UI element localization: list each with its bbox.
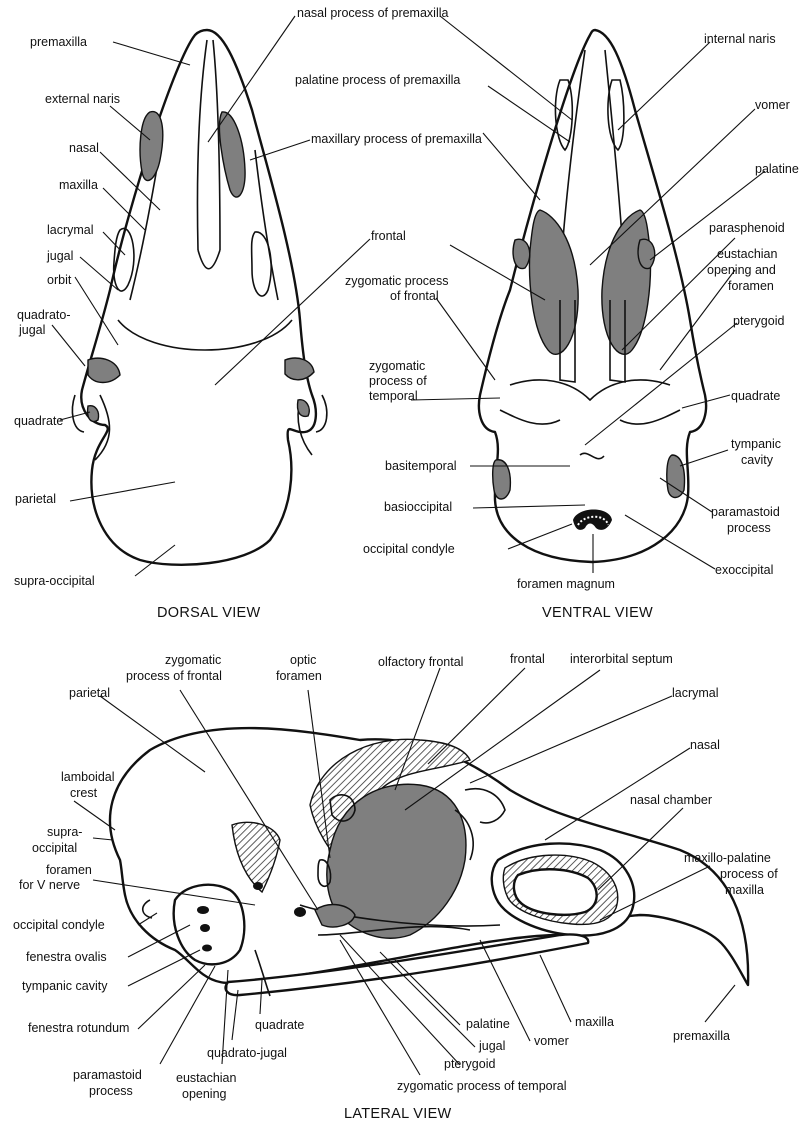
dorsal-skull-drawing [72, 30, 326, 565]
label-premaxilla-lateral: premaxilla [673, 1029, 730, 1043]
label-palatine: palatine [755, 162, 799, 176]
label-exoccipital: exoccipital [715, 563, 773, 577]
label-nasal: nasal [69, 141, 99, 155]
label-pterygoid-lateral: pterygoid [444, 1057, 495, 1071]
label-fenestra-rotundum: fenestra rotundum [28, 1021, 129, 1035]
label-quadrate-ventral: quadrate [731, 389, 780, 403]
label-occipital-condyle-lateral: occipital condyle [13, 918, 105, 932]
label-fenestra-ovalis: fenestra ovalis [26, 950, 107, 964]
label-jugal-lateral: jugal [478, 1039, 505, 1053]
label-foramen-magnum: foramen magnum [517, 577, 615, 591]
label-tympanic-cavity-lateral: tympanic cavity [22, 979, 108, 993]
label-eustachian-opening-and-foramen-2: opening and [707, 263, 776, 277]
label-basioccipital: basioccipital [384, 500, 452, 514]
label-vomer-lateral: vomer [534, 1034, 569, 1048]
label-eustachian-opening-2: opening [182, 1087, 227, 1101]
label-paramastoid-process: paramastoid [711, 505, 780, 519]
label-maxillo-palatine-process-2: process of [720, 867, 778, 881]
label-lamboidal-crest: lamboidal [61, 770, 115, 784]
label-maxilla-lateral: maxilla [575, 1015, 614, 1029]
ventral-view-title: VENTRAL VIEW [542, 605, 653, 621]
label-lacrymal: lacrymal [47, 223, 94, 237]
label-jugal: jugal [46, 249, 73, 263]
label-parietal: parietal [15, 492, 56, 506]
label-lacrymal-lateral: lacrymal [672, 686, 719, 700]
label-eustachian-opening-and-foramen: eustachian [717, 247, 778, 261]
label-zygomatic-process-of-temporal-3: temporal [369, 389, 418, 403]
label-zygomatic-process-of-temporal: zygomatic [369, 359, 425, 373]
label-parasphenoid: parasphenoid [709, 221, 785, 235]
label-tympanic-cavity-2: cavity [741, 453, 774, 467]
label-paramastoid-process-2: process [727, 521, 771, 535]
label-eustachian-opening: eustachian [176, 1071, 237, 1085]
label-zygomatic-process-of-frontal-2: of frontal [390, 289, 439, 303]
label-zygomatic-process-of-temporal-lateral: zygomatic process of temporal [397, 1079, 567, 1093]
dorsal-view-title: DORSAL VIEW [157, 605, 260, 621]
label-zygomatic-process-of-temporal-2: process of [369, 374, 427, 388]
label-external-naris: external naris [45, 92, 120, 106]
label-foramen-for-v-nerve-2: for V nerve [19, 878, 80, 892]
label-paramastoid-process-lateral-2: process [89, 1084, 133, 1098]
label-orbit: orbit [47, 273, 72, 287]
label-zygomatic-process-of-frontal-lateral: zygomatic [165, 653, 221, 667]
label-zygomatic-process-of-frontal: zygomatic process [345, 274, 449, 288]
label-quadrato-jugal: quadrato-jugal [207, 1046, 287, 1060]
label-lamboidal-crest-2: crest [70, 786, 98, 800]
label-maxillo-palatine-process: maxillo-palatine [684, 851, 771, 865]
ventral-skull-drawing [479, 30, 706, 562]
label-nasal-chamber: nasal chamber [630, 793, 712, 807]
lateral-skull-drawing [110, 728, 748, 996]
label-frontal: frontal [371, 229, 406, 243]
label-quadratojugal: quadrato- [17, 308, 71, 322]
label-eustachian-opening-and-foramen-3: foramen [728, 279, 774, 293]
label-interorbital-septum: interorbital septum [570, 652, 673, 666]
label-quadratojugal-2: jugal [18, 323, 45, 337]
label-quadrate: quadrate [14, 414, 63, 428]
label-maxilla: maxilla [59, 178, 98, 192]
label-supra-occipital: supra-occipital [14, 574, 95, 588]
label-optic-foramen: optic [290, 653, 316, 667]
label-internal-naris: internal naris [704, 32, 776, 46]
label-nasal-lateral: nasal [690, 738, 720, 752]
label-zygomatic-process-of-frontal-lateral-2: process of frontal [126, 669, 222, 683]
label-nasal-process-of-premaxilla: nasal process of premaxilla [297, 6, 449, 20]
label-premaxilla: premaxilla [30, 35, 87, 49]
label-supra-occipital-lateral-2: occipital [32, 841, 77, 855]
label-maxillary-process-of-premaxilla: maxillary process of premaxilla [311, 132, 482, 146]
label-quadrate-lateral: quadrate [255, 1018, 304, 1032]
label-optic-foramen-2: foramen [276, 669, 322, 683]
label-foramen-for-v-nerve: foramen [46, 863, 92, 877]
label-basitemporal: basitemporal [385, 459, 457, 473]
label-occipital-condyle: occipital condyle [363, 542, 455, 556]
label-pterygoid: pterygoid [733, 314, 784, 328]
label-tympanic-cavity: tympanic [731, 437, 781, 451]
label-frontal-lateral: frontal [510, 652, 545, 666]
label-supra-occipital-lateral: supra- [47, 825, 82, 839]
label-olfactory-frontal: olfactory frontal [378, 655, 463, 669]
lateral-view-title: LATERAL VIEW [344, 1106, 452, 1122]
label-palatine-lateral: palatine [466, 1017, 510, 1031]
label-parietal-lateral: parietal [69, 686, 110, 700]
label-palatine-process-of-premaxilla: palatine process of premaxilla [295, 73, 460, 87]
label-maxillo-palatine-process-3: maxilla [725, 883, 764, 897]
label-paramastoid-process-lateral: paramastoid [73, 1068, 142, 1082]
label-vomer: vomer [755, 98, 790, 112]
